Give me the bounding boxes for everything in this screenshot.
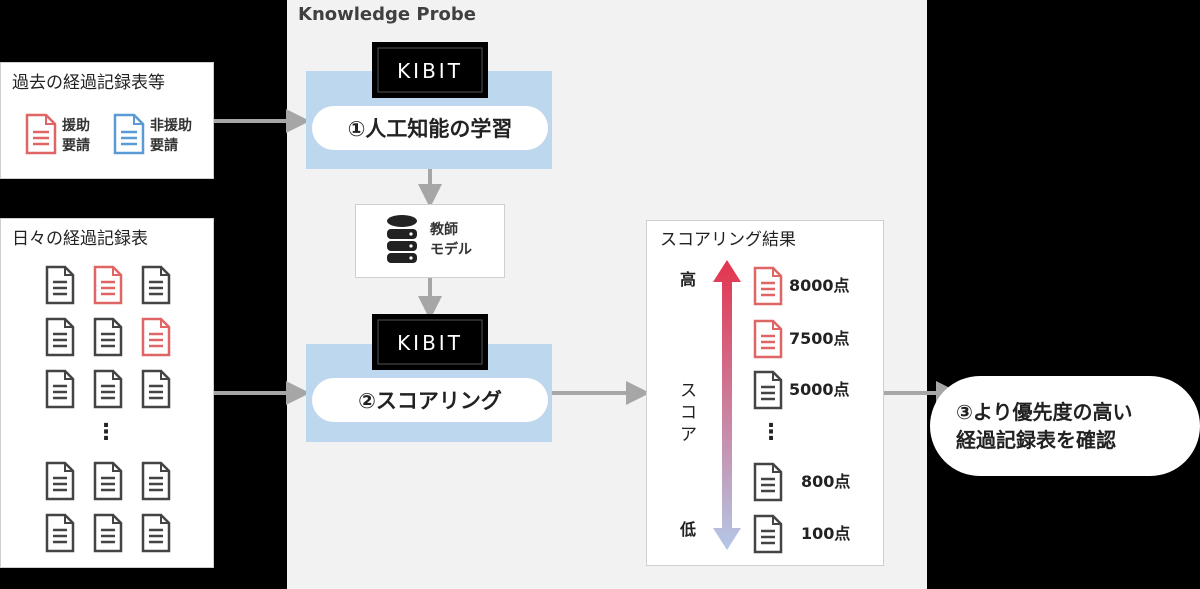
document-icon <box>753 266 783 306</box>
kibit-logo: KIBIT <box>372 314 488 370</box>
document-icon <box>45 461 75 501</box>
document-icon <box>753 370 783 410</box>
kibit-logo-mark: KIBIT <box>377 47 483 93</box>
document-icon <box>141 461 171 501</box>
confirm-step-line2: 経過記録表を確認 <box>956 428 1116 452</box>
score-axis-char: ス <box>680 381 697 401</box>
non-support-label-line1: 非援助 <box>150 118 192 134</box>
document-icon <box>93 461 123 501</box>
document-icon <box>45 513 75 553</box>
document-icon <box>753 462 783 502</box>
kibit-logo: KIBIT <box>372 42 488 98</box>
document-icon <box>113 113 145 155</box>
result-ellipsis: ⋮ <box>760 420 782 445</box>
document-icon <box>141 513 171 553</box>
score-axis-char: コ <box>680 403 697 423</box>
score-value: 8000点 <box>789 276 850 295</box>
confirm-step-line1: ③より優先度の高い <box>956 400 1133 424</box>
support-label-line2: 要請 <box>62 138 90 154</box>
teacher-model-box <box>355 204 505 278</box>
score-gradient-arrow <box>713 260 741 550</box>
score-value: 100点 <box>801 524 851 543</box>
document-icon <box>45 265 75 305</box>
database-icon <box>387 215 417 263</box>
document-icon <box>93 265 123 305</box>
score-axis-char: ア <box>680 425 697 445</box>
score-low-label: 低 <box>680 520 697 539</box>
score-value: 5000点 <box>789 380 850 399</box>
kibit-logo-text: KIBIT <box>397 59 463 83</box>
score-axis-label: ス コ ア <box>680 380 697 446</box>
non-support-request-label: 非援助 要請 <box>150 116 192 156</box>
document-icon <box>93 513 123 553</box>
kibit-logo-mark: KIBIT <box>377 319 483 365</box>
document-icon <box>25 113 57 155</box>
document-icon <box>141 369 171 409</box>
confirm-step-label: ③より優先度の高い 経過記録表を確認 <box>930 376 1200 476</box>
teacher-model-label: 教師 モデル <box>430 220 472 260</box>
document-icon <box>93 317 123 357</box>
daily-records-title: 日々の経過記録表 <box>12 229 148 249</box>
document-icon <box>753 319 783 359</box>
document-icon <box>45 369 75 409</box>
probe-title: Knowledge Probe <box>298 4 476 25</box>
support-request-label: 援助 要請 <box>62 116 90 156</box>
score-value: 7500点 <box>789 329 850 348</box>
document-icon <box>141 317 171 357</box>
kibit-logo-text: KIBIT <box>397 331 463 355</box>
scoring-step-label: ②スコアリング <box>312 378 548 422</box>
teacher-model-line1: 教師 <box>430 222 458 238</box>
teacher-model-line2: モデル <box>430 242 472 258</box>
score-value: 800点 <box>801 472 851 491</box>
document-icon <box>141 265 171 305</box>
document-icon <box>45 317 75 357</box>
daily-records-ellipsis: ⋮ <box>95 420 117 445</box>
document-icon <box>753 514 783 554</box>
learn-step-label: ①人工知能の学習 <box>312 106 548 150</box>
score-high-label: 高 <box>680 270 697 289</box>
document-icon <box>93 369 123 409</box>
non-support-label-line2: 要請 <box>150 138 178 154</box>
scoring-result-title: スコアリング結果 <box>660 230 796 250</box>
support-label-line1: 援助 <box>62 118 90 134</box>
past-records-title: 過去の経過記録表等 <box>12 73 165 93</box>
